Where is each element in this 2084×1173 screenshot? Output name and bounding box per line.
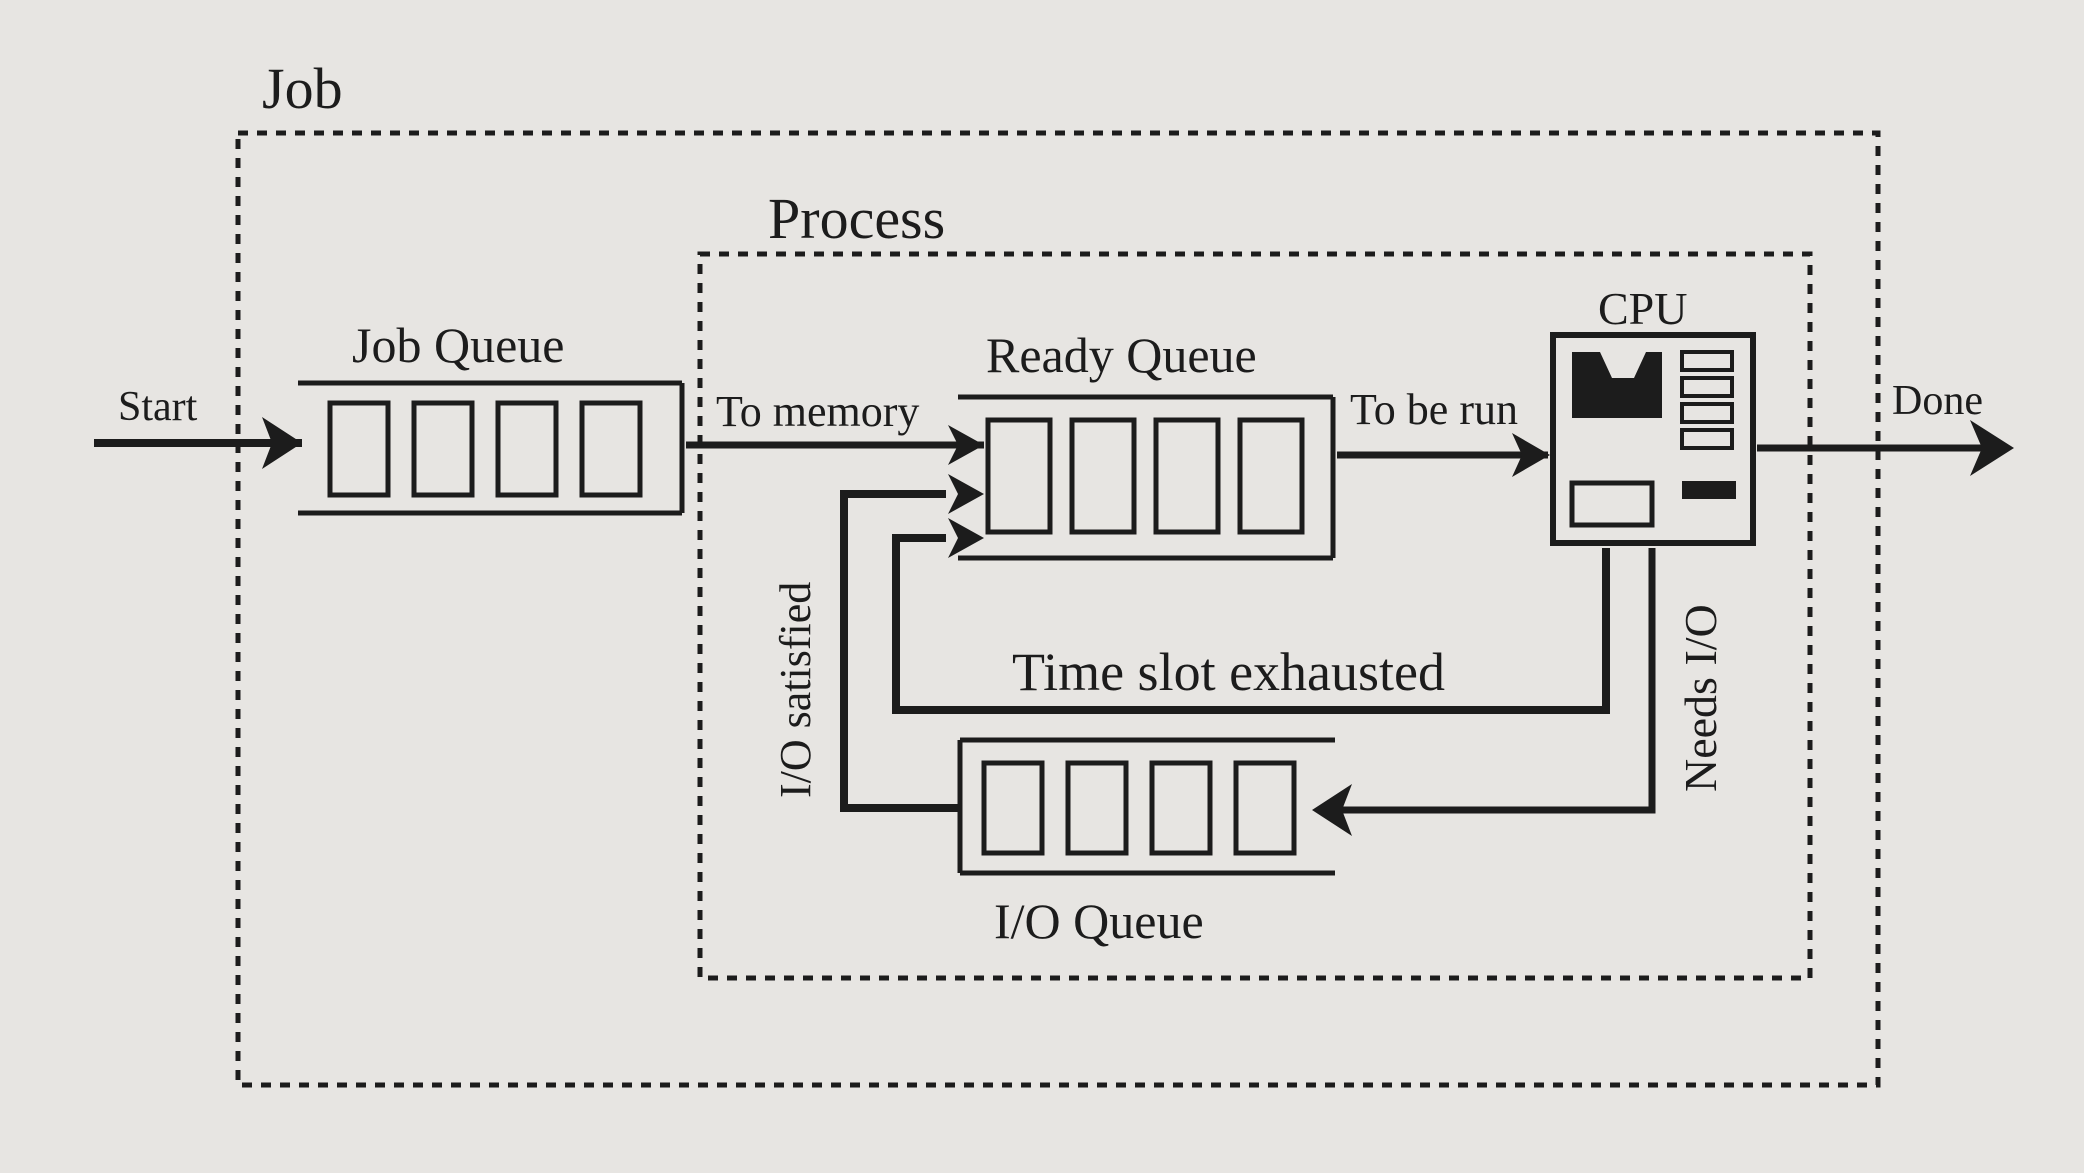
ready-queue-label: Ready Queue xyxy=(986,327,1257,383)
cpu-icon xyxy=(1550,332,1756,546)
to-memory-label: To memory xyxy=(716,387,919,436)
job-queue-slot xyxy=(327,400,391,498)
time-slot-exhausted-arrowhead xyxy=(948,518,984,558)
io-satisfied-arrowhead xyxy=(948,474,984,514)
io-queue-slot xyxy=(1065,760,1129,856)
to-be-run-label: To be run xyxy=(1350,385,1518,434)
cpu-label: CPU xyxy=(1598,283,1687,334)
ready-queue-slot xyxy=(1153,417,1221,535)
process-boundary xyxy=(697,251,1813,981)
io-queue-label: I/O Queue xyxy=(994,893,1204,949)
job-queue-slot xyxy=(411,400,475,498)
ready-queue-slot xyxy=(1237,417,1305,535)
io-queue-slot xyxy=(981,760,1045,856)
io-queue xyxy=(957,737,1335,876)
io-queue-slot xyxy=(1233,760,1297,856)
time-slot-exhausted-path xyxy=(892,534,1610,714)
start-arrowhead xyxy=(262,417,302,469)
job-queue-slot xyxy=(495,400,559,498)
to-memory-arrowhead xyxy=(948,425,984,465)
start-label: Start xyxy=(118,384,198,430)
process-label: Process xyxy=(768,186,945,251)
needs-io-arrowhead xyxy=(1312,784,1352,836)
job-label: Job xyxy=(262,56,343,121)
io-satisfied-label: I/O satisfied xyxy=(771,582,820,798)
ready-queue-slot xyxy=(985,417,1053,535)
job-queue-slot xyxy=(579,400,643,498)
job-queue xyxy=(298,380,685,516)
done-arrowhead xyxy=(1970,420,2014,476)
io-queue-slot xyxy=(1149,760,1213,856)
job-queue-label: Job Queue xyxy=(352,317,564,373)
io-satisfied-path xyxy=(840,490,960,812)
to-be-run-arrowhead xyxy=(1512,433,1550,477)
done-label: Done xyxy=(1892,378,1983,424)
needs-io-path xyxy=(1340,548,1656,814)
job-boundary xyxy=(235,130,1881,1088)
ready-queue xyxy=(958,394,1336,561)
needs-io-label: Needs I/O xyxy=(1675,604,1726,792)
time-slot-exhausted-label: Time slot exhausted xyxy=(1012,642,1445,702)
ready-queue-slot xyxy=(1069,417,1137,535)
